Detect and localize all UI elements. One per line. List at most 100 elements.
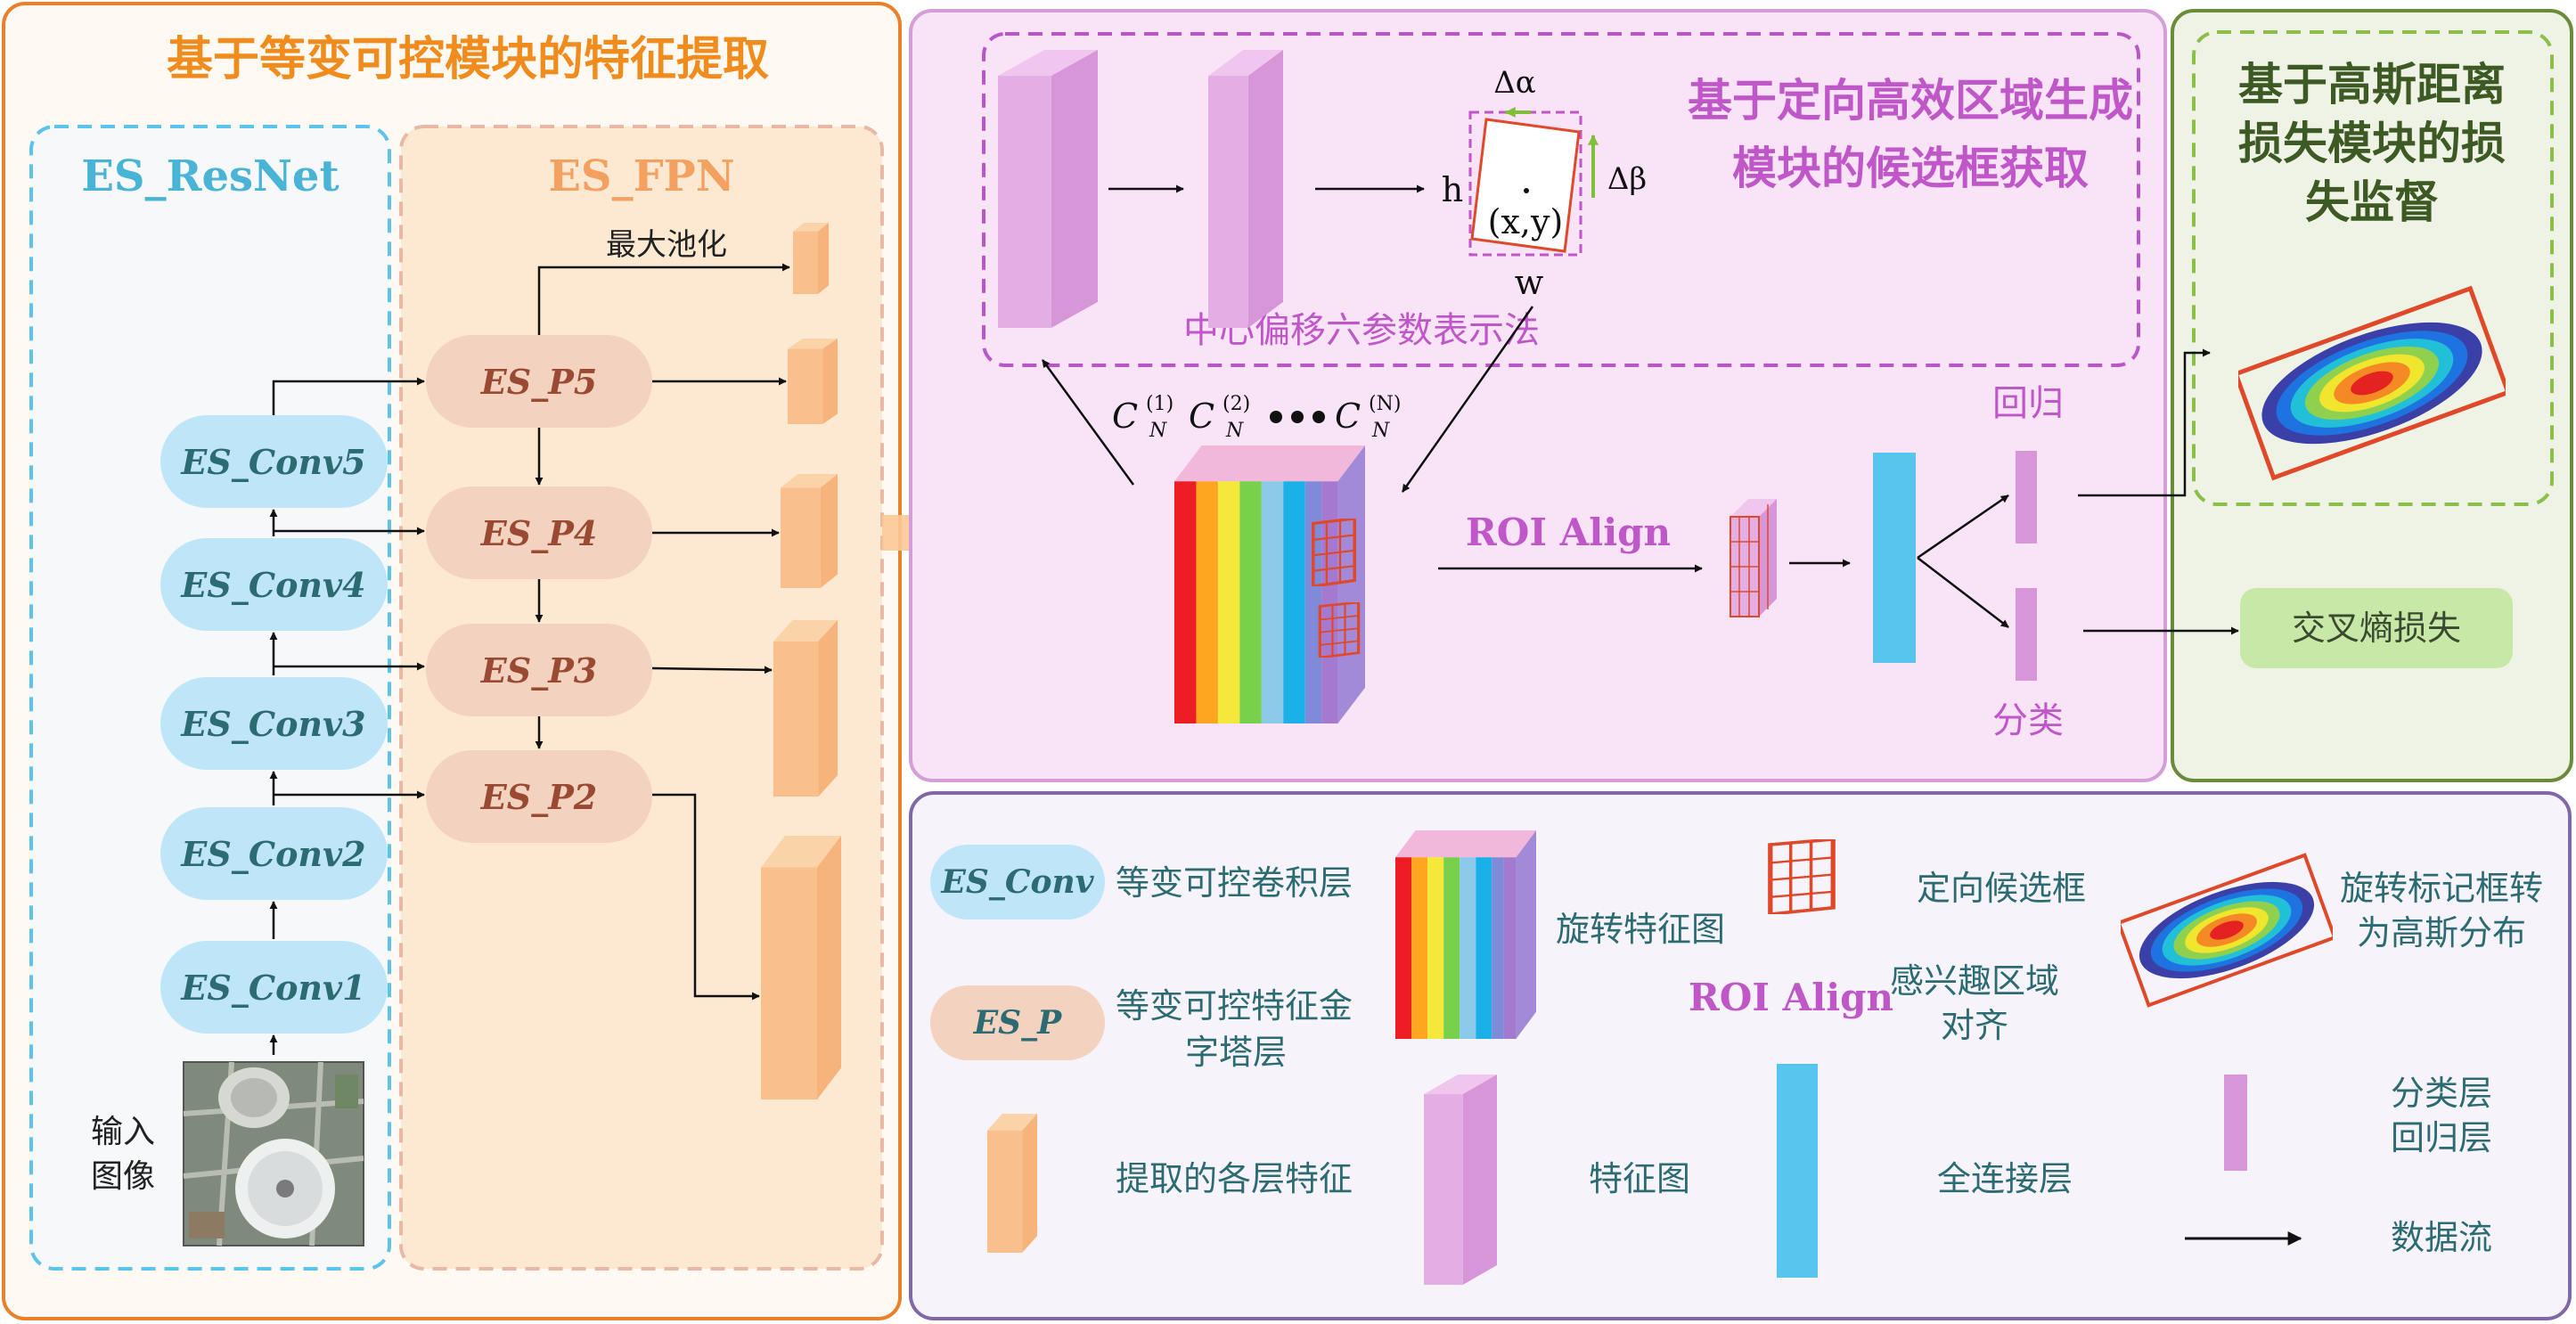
maxpool-feature [793,223,829,294]
p2-feature [761,836,841,1099]
es-conv2-label: ES_Conv2 [180,834,365,874]
es-conv5-label: ES_Conv5 [180,442,365,482]
legend-data-flow-desc: 数据流 [2391,1218,2492,1257]
oriented-rpn-region [982,32,2140,367]
legend-cls-layer-desc: 分类层 [2391,1074,2492,1113]
gaussian-loss-region [2192,30,2554,506]
maxpool-label: 最大池化 [606,227,727,263]
rpn-feature-map-1 [998,50,1098,328]
legend-roi-align-desc-1: 感兴趣区域 [1890,961,2059,1001]
es-p2-label: ES_P2 [480,777,597,817]
center-label: (x,y) [1488,202,1564,241]
reg-layer [2016,451,2037,543]
es-conv1-label: ES_Conv1 [180,968,365,1008]
cls-label: 分类 [1992,700,2064,741]
channel-c-1: C [1112,396,1138,436]
legend-es-conv-shape: ES_Conv [940,863,1094,901]
reg-to-gaussian-arrow [2078,348,2211,497]
es-p5-label: ES_P5 [480,362,597,402]
delta-beta-label: Δβ [1607,161,1647,197]
es-p3-block: ES_P3 [426,624,652,716]
es-conv1-block: ES_Conv1 [160,941,388,1034]
channel-sub-2: N [1225,420,1244,442]
fc-to-reg-arrow [1917,494,2009,560]
legend-feature-map-desc: 特征图 [1589,1159,1690,1198]
es-p4-block: ES_P4 [426,486,652,579]
fc-layer [1873,453,1916,663]
legend-extracted-feature-desc: 提取的各层特征 [1116,1159,1353,1198]
es-conv2-block: ES_Conv2 [160,807,388,900]
legend-roi-align-shape: ROI Align [1689,976,1893,1019]
es-fpn-title: ES_FPN [548,151,734,201]
legend-rotated-feature: 旋转特征图 [1395,830,1725,1039]
fc-to-cls-arrow [1917,557,2009,628]
channel-sub-3: N [1371,420,1390,442]
ce-loss-box [2240,588,2513,668]
p3-feature [773,620,838,797]
legend-roi-align: ROI Align 感兴趣区域 对齐 [1689,961,2059,1045]
reg-label: 回归 [1992,383,2064,424]
ellipsis-dot-2 [1291,411,1304,423]
legend-gaussian-desc-1: 旋转标记框转 [2340,869,2543,908]
legend-oriented-box-desc: 定向候选框 [1917,869,2086,908]
rotated-feature-map [1174,445,1365,723]
legend-fc-layer-desc: 全连接层 [1937,1159,2073,1198]
legend-extracted-feature: 提取的各层特征 [987,1114,1353,1253]
channel-sup-3: (N) [1369,393,1401,415]
oriented-rpn-title-line2: 模块的候选框获取 [1732,143,2089,194]
delta-alpha-label: Δα [1493,65,1536,101]
cls-layer [2016,588,2037,681]
legend-panel [909,791,2572,1320]
roi-align-label: ROI Align [1466,511,1671,554]
ellipsis-dot-1 [1270,411,1282,423]
ellipsis-dot-3 [1313,411,1325,423]
legend-fc-layer: 全连接层 [1777,1064,2073,1278]
h-label: h [1442,170,1463,209]
feature-extraction-title: 基于等变可控模块的特征提取 [167,33,769,86]
oriented-rpn-title-line1: 基于定向高效区域生成 [1688,75,2133,127]
es-resnet-title: ES_ResNet [81,151,339,201]
channel-sub-1: N [1149,420,1167,442]
es-p2-block: ES_P2 [426,750,652,843]
channel-labels: C (1) N C (2) N C (N) N [1112,393,1401,442]
gaussian-title-line2: 损失模块的损 [2238,118,2506,169]
es-conv3-block: ES_Conv3 [160,677,388,770]
w-label: w [1515,263,1544,302]
rainbow-to-rpn-arrow [1041,359,1135,486]
p4-feature [781,474,838,588]
rpn-to-rainbow-arrow [1401,306,1534,493]
legend-oriented-box: 定向候选框 [1770,839,2086,914]
six-param-diagram [1468,107,1599,257]
rpn-feature-map-2 [1208,50,1283,328]
legend-gaussian-desc-2: 为高斯分布 [2357,913,2526,952]
legend-es-conv-desc: 等变可控卷积层 [1116,863,1353,903]
legend-es-p-desc-1: 等变可控特征金 [1116,986,1353,1026]
channel-c-2: C [1189,396,1214,436]
es-p5-block: ES_P5 [426,335,652,428]
es-conv5-block: ES_Conv5 [160,415,388,508]
legend-gaussian: 旋转标记框转 为高斯分布 [2119,855,2543,1005]
legend-es-p-desc-2: 字塔层 [1185,1033,1287,1072]
legend-es-p: ES_P 等变可控特征金 字塔层 [930,985,1353,1072]
es-p4-label: ES_P4 [480,513,597,553]
input-label-line1: 输入 [91,1114,155,1150]
gaussian-title-line1: 基于高斯距离 [2238,59,2506,110]
legend-feature-map: 特征图 [1424,1075,1690,1285]
left-data-flow [269,263,790,1055]
p5-feature [788,339,838,424]
roi-pooled-feature [1730,499,1777,617]
es-conv3-label: ES_Conv3 [180,704,365,744]
gaussian-title-line3: 失监督 [2305,176,2439,228]
channel-sup-1: (1) [1146,393,1174,415]
ce-loss-label: 交叉熵损失 [2292,609,2461,648]
channel-sup-2: (2) [1223,393,1250,415]
input-label-line2: 图像 [91,1158,155,1195]
input-image [183,1061,364,1246]
legend-data-flow: 数据流 [2185,1218,2492,1257]
legend-rotated-feature-desc: 旋转特征图 [1556,910,1725,949]
legend-es-conv: ES_Conv 等变可控卷积层 [930,845,1353,919]
es-conv4-block: ES_Conv4 [160,538,388,631]
legend-cls-reg-layer: 分类层 回归层 [2224,1074,2492,1171]
channel-c-3: C [1335,396,1361,436]
